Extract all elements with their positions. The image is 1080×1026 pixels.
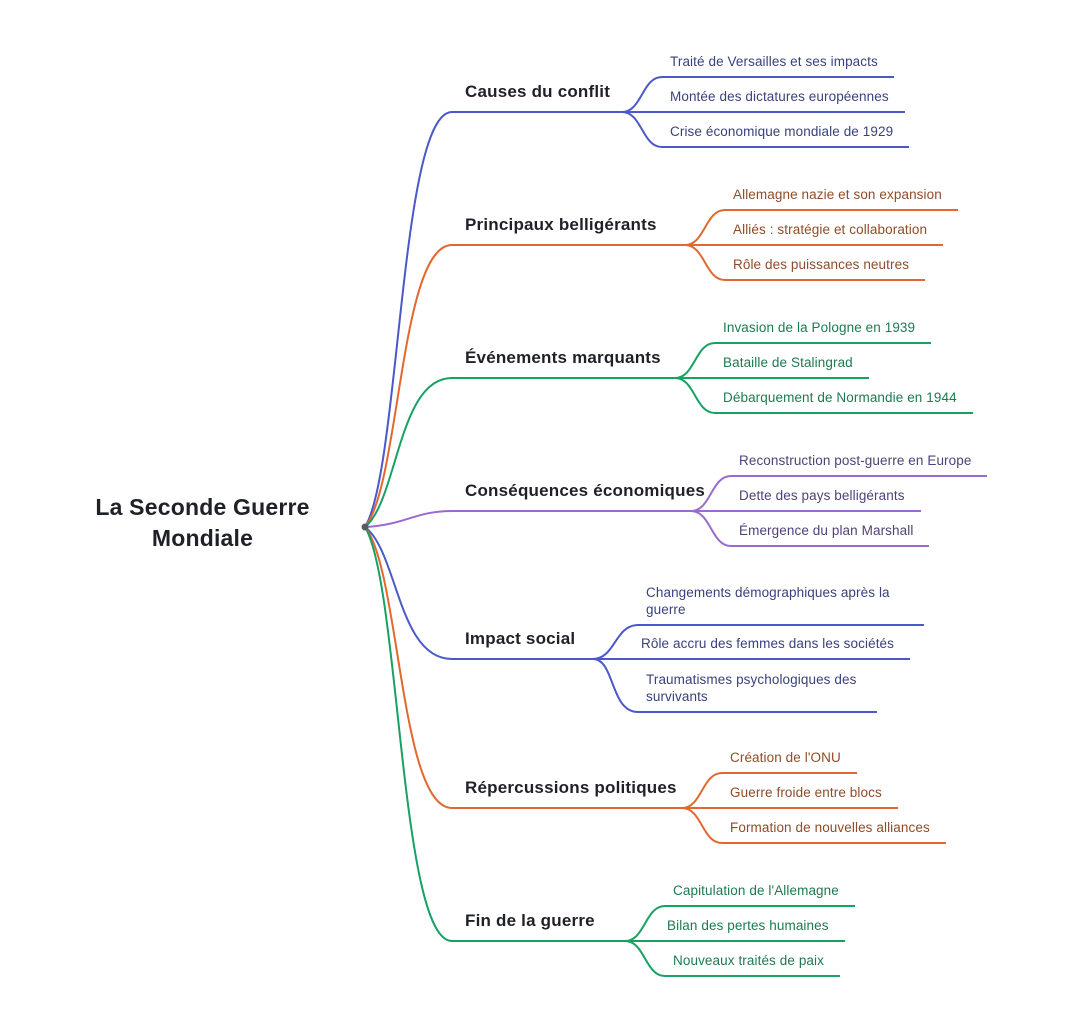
central-topic[interactable]: La Seconde Guerre Mondiale (95, 494, 310, 551)
child-node[interactable]: Rôle des puissances neutres (725, 256, 926, 281)
connector-line (364, 244, 686, 528)
child-node[interactable]: Alliés : stratégie et collaboration (685, 221, 944, 246)
connector-line (621, 111, 663, 148)
connector-line (592, 658, 639, 713)
child-node[interactable]: Bilan des pertes humaines (625, 917, 845, 942)
child-node[interactable]: Changements démographiques après la guer… (638, 584, 924, 626)
child-node[interactable]: Invasion de la Pologne en 1939 (715, 319, 932, 344)
branch-fin-de-la-guerre[interactable]: Fin de la guerre (465, 911, 595, 930)
child-node[interactable]: Guerre froide entre blocs (682, 784, 898, 809)
branch-consequences-economiques[interactable]: Conséquences économiques (465, 481, 706, 500)
branch-principaux-belligerants[interactable]: Principaux belligérants (465, 215, 657, 234)
child-node[interactable]: Crise économique mondiale de 1929 (662, 123, 910, 148)
connector-line (690, 475, 732, 512)
child-node[interactable]: Capitulation de l'Allemagne (665, 882, 855, 907)
child-node[interactable]: Formation de nouvelles alliances (722, 819, 946, 844)
connector-line (364, 510, 692, 528)
connector-line (364, 526, 626, 942)
child-node[interactable]: Montée des dictatures européennes (622, 88, 905, 113)
connector-line (364, 377, 676, 528)
connector-line (624, 940, 666, 977)
connector-line (674, 377, 716, 414)
child-node[interactable]: Rôle accru des femmes dans les sociétés (593, 635, 911, 660)
connector-line (621, 76, 663, 113)
branch-impact-social[interactable]: Impact social (465, 629, 576, 648)
connector-line (364, 526, 683, 809)
connector-line (681, 807, 723, 844)
connector-line (364, 526, 594, 660)
child-node[interactable]: Émergence du plan Marshall (731, 522, 930, 547)
child-node[interactable]: Reconstruction post-guerre en Europe (731, 452, 988, 477)
child-node[interactable]: Dette des pays belligérants (691, 487, 921, 512)
child-node[interactable]: Traité de Versailles et ses impacts (662, 53, 894, 78)
branch-causes-du-conflit[interactable]: Causes du conflit (465, 82, 611, 101)
connector-line (684, 244, 726, 281)
child-node[interactable]: Débarquement de Normandie en 1944 (715, 389, 973, 414)
child-node[interactable]: Nouveaux traités de paix (665, 952, 840, 977)
branch-origin-dot (361, 523, 369, 531)
branch-evenements-marquants[interactable]: Événements marquants (465, 348, 661, 367)
connector-line (364, 111, 623, 528)
child-node[interactable]: Création de l'ONU (722, 749, 857, 774)
child-node[interactable]: Traumatismes psychologiques des survivan… (638, 671, 877, 713)
branch-repercussions-politiques[interactable]: Répercussions politiques (465, 778, 677, 797)
child-node[interactable]: Bataille de Stalingrad (675, 354, 869, 379)
connector-line (624, 905, 666, 942)
connector-line (674, 342, 716, 379)
connector-line (690, 510, 732, 547)
child-node[interactable]: Allemagne nazie et son expansion (725, 186, 958, 211)
connector-line (684, 209, 726, 246)
connector-line (681, 772, 723, 809)
